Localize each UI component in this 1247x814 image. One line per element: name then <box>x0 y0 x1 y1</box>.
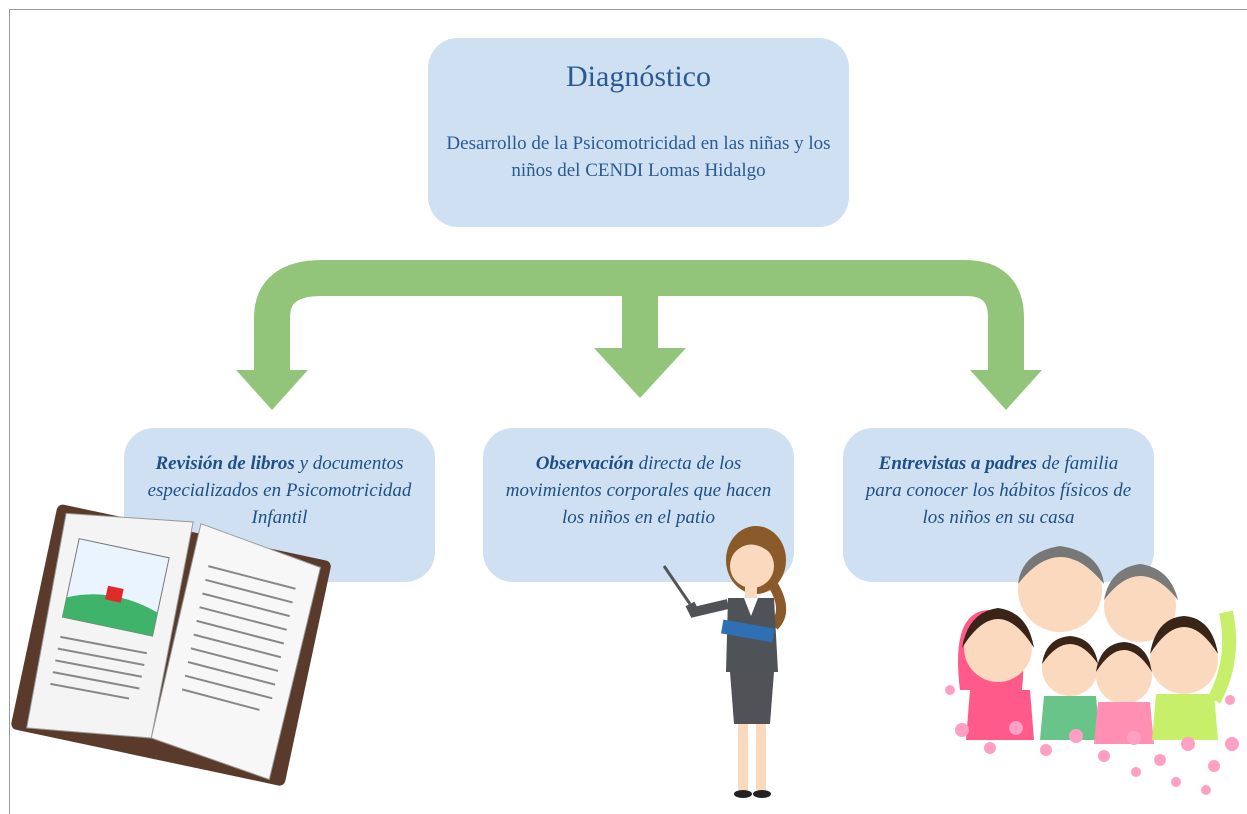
interviews-bold: Entrevistas a padres <box>878 453 1038 474</box>
arrow-left-head <box>236 370 308 410</box>
grandfather <box>1018 546 1104 632</box>
interviews-text: de familia para conocer los hábitos físi… <box>865 453 1132 528</box>
observation-text: directa de los movimientos corporales qu… <box>505 453 772 528</box>
interviews-box: Entrevistas a padres de familia para con… <box>843 428 1154 582</box>
arrow-left-stem <box>254 260 1024 372</box>
arrow-right-head <box>970 370 1042 410</box>
books-review-text: y documentos especializados en Psicomotr… <box>147 453 412 528</box>
observation-bold: Observación <box>535 453 634 474</box>
diagnosis-subtitle: Desarrollo de la Psicomotricidad en las … <box>446 133 831 181</box>
books-review-bold: Revisión de libros <box>155 453 295 474</box>
page-frame <box>9 9 1247 814</box>
diagnosis-title: Diagnóstico <box>566 60 711 93</box>
diagnosis-box: Diagnóstico Desarrollo de la Psicomotric… <box>428 38 849 227</box>
arrow-center-head <box>594 348 686 398</box>
